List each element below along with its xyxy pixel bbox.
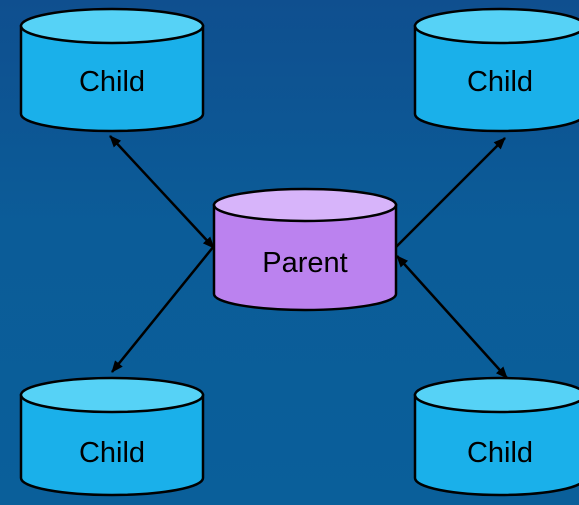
cylinder-top bbox=[19, 7, 205, 45]
cylinder-top bbox=[413, 7, 579, 45]
child-node-top-right: Child bbox=[413, 7, 579, 133]
child-label: Child bbox=[467, 66, 533, 98]
child-label: Child bbox=[467, 437, 533, 469]
parent-node: Parent bbox=[212, 187, 398, 312]
child-label: Child bbox=[79, 66, 145, 98]
cylinder-body bbox=[413, 393, 579, 497]
child-node-top-left: Child bbox=[19, 7, 205, 133]
child-node-bottom-left: Child bbox=[19, 376, 205, 497]
cylinder-top bbox=[212, 187, 398, 223]
child-label: Child bbox=[79, 437, 145, 469]
cylinder-top bbox=[19, 376, 205, 414]
edge-parent-child-bottom-right bbox=[396, 255, 508, 379]
edges bbox=[109, 135, 508, 379]
cylinder-body bbox=[19, 393, 205, 497]
edge-parent-child-top-left bbox=[109, 135, 215, 249]
cylinder-body bbox=[212, 203, 398, 312]
cylinder-body bbox=[19, 24, 205, 133]
cylinder-top bbox=[413, 376, 579, 414]
parent-label: Parent bbox=[262, 247, 347, 279]
child-node-bottom-right: Child bbox=[413, 376, 579, 497]
cylinder-body bbox=[413, 24, 579, 133]
edge-parent-child-bottom-left bbox=[111, 245, 215, 373]
edge-parent-child-top-right bbox=[394, 137, 506, 249]
